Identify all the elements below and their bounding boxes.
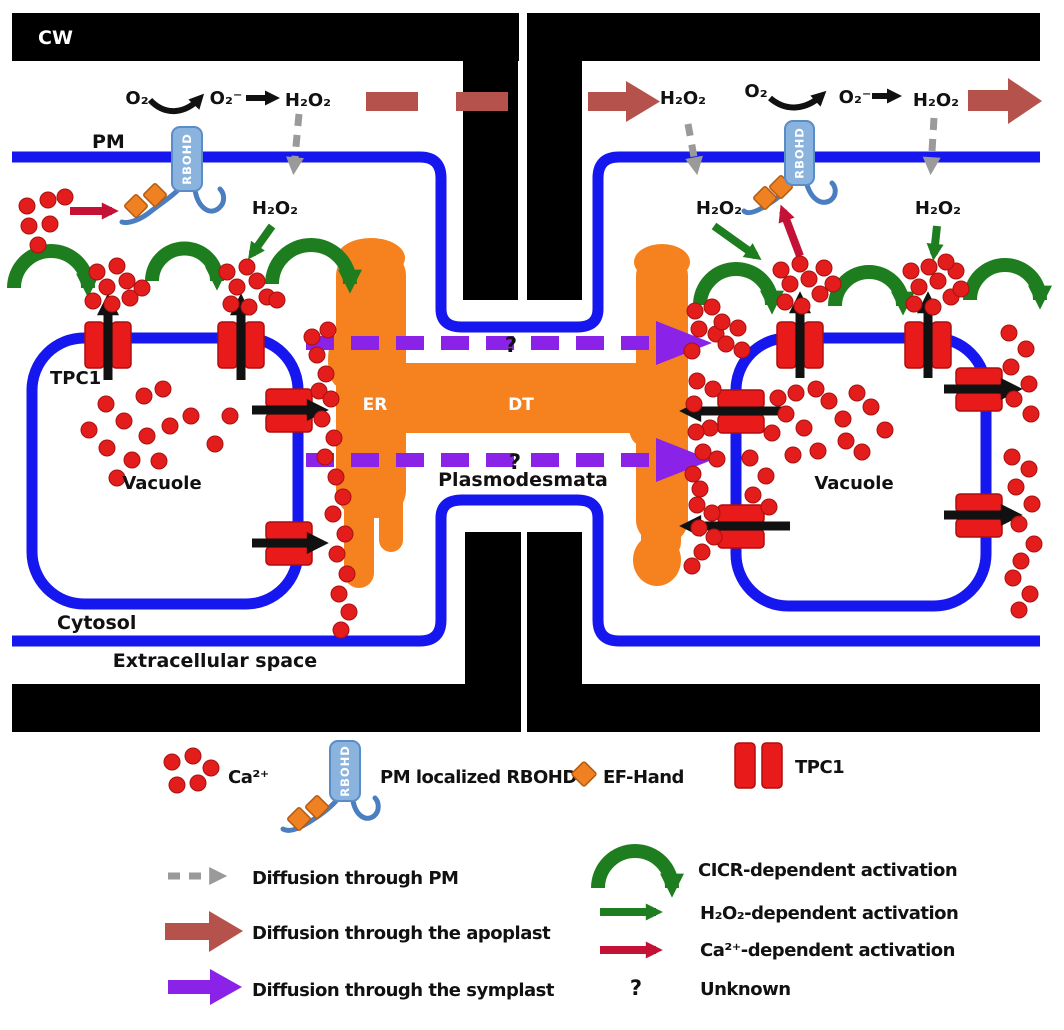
- rbohd-protein-icon: RBOHD: [280, 740, 381, 833]
- calcium-flux-arrows: [97, 291, 1023, 554]
- purple-arrow-icon: [168, 969, 242, 1005]
- legend-ca-label: Ca²⁺: [228, 767, 269, 788]
- cw-label: CW: [38, 27, 73, 49]
- er-dt-structure: [328, 238, 690, 588]
- ef-hand-icon: [143, 183, 167, 207]
- green-arc-arrow-icon: [591, 844, 684, 898]
- legend-tpc1-label: TPC1: [795, 757, 844, 778]
- question-mark-icon: ?: [630, 976, 642, 1000]
- legend-ca-activation-label: Ca²⁺-dependent activation: [700, 940, 955, 961]
- vacuole-right-label: Vacuole: [814, 473, 893, 494]
- rbohd-protein-right: RBOHD: [741, 120, 838, 216]
- dt-label: DT: [508, 395, 534, 415]
- tpc1-channels: [84, 321, 1003, 566]
- question-mark-icon: ?: [505, 333, 517, 357]
- pm-diffusion-arrows: [286, 113, 941, 176]
- symplast-diffusion-arrows: [306, 321, 712, 482]
- cicr-activation-arcs: [7, 238, 1052, 316]
- h2o2-label: H₂O₂: [660, 88, 706, 109]
- h2o2-label: H₂O₂: [913, 90, 959, 111]
- symplast-arrowhead-upper: [656, 321, 712, 365]
- plasmodesmata-label: Plasmodesmata: [438, 469, 608, 491]
- h2o2-activation-arrows: [248, 222, 944, 261]
- ros-reaction-arrows: [147, 88, 902, 115]
- cell-wall: [12, 13, 1040, 732]
- o2-label: O₂: [125, 88, 148, 109]
- er-label: ER: [363, 395, 388, 415]
- h2o2-label: H₂O₂: [696, 198, 742, 219]
- ca-ions-icon: [163, 747, 220, 794]
- o2-label: O₂: [744, 81, 767, 102]
- cytosol-label: Cytosol: [57, 612, 136, 634]
- vacuole-left-label: Vacuole: [122, 473, 201, 494]
- h2o2-label: H₂O₂: [285, 90, 331, 111]
- superoxide-label: O₂⁻: [839, 87, 872, 108]
- ef-hand-icon: [571, 761, 597, 787]
- ca-activation-arrows: [70, 202, 804, 258]
- question-mark-icon: ?: [509, 450, 521, 474]
- apoplast-diffusion-arrows: [366, 78, 1042, 124]
- legend: Ca²⁺ RBOHD PM localized RBOHD EF-Hand TP…: [163, 740, 959, 1005]
- legend-cicr-label: CICR-dependent activation: [698, 860, 957, 881]
- legend-rbohd-label: PM localized RBOHD: [380, 767, 577, 788]
- extracellular-space-label: Extracellular space: [113, 650, 317, 672]
- h2o2-label: H₂O₂: [252, 198, 298, 219]
- vacuole-right-membrane: [730, 332, 992, 612]
- h2o2-label: H₂O₂: [915, 198, 961, 219]
- calcium-ion-dots: [18, 188, 1043, 639]
- ef-hand-icon: [753, 186, 777, 210]
- rbohd-label: RBOHD: [180, 133, 194, 185]
- legend-h2o2-activation-label: H₂O₂-dependent activation: [700, 903, 958, 924]
- rbohd-protein-left: RBOHD: [119, 126, 227, 225]
- ef-hand-icon: [124, 194, 148, 218]
- superoxide-label: O₂⁻: [210, 88, 243, 109]
- legend-efhand-label: EF-Hand: [603, 767, 684, 788]
- rbohd-label: RBOHD: [793, 127, 807, 179]
- legend-unknown-label: Unknown: [700, 979, 791, 1000]
- diagram-labels: CW PM O₂ O₂⁻ H₂O₂ H₂O₂ H₂O₂ H₂O₂ O₂ O₂⁻ …: [38, 27, 961, 672]
- tpc1-label: TPC1: [50, 368, 101, 389]
- svg-text:RBOHD: RBOHD: [338, 745, 352, 797]
- symplast-arrowhead-lower: [656, 438, 712, 482]
- desmotubule-bridge: [398, 363, 644, 433]
- legend-diffusion-symplast-label: Diffusion through the symplast: [252, 980, 555, 1001]
- tpc1-channel-icon: [734, 742, 783, 789]
- brick-arrow-icon: [165, 911, 243, 952]
- pm-label: PM: [92, 131, 125, 153]
- legend-diffusion-pm-label: Diffusion through PM: [252, 868, 458, 889]
- plasma-membrane: [12, 151, 1040, 647]
- legend-diffusion-apoplast-label: Diffusion through the apoplast: [252, 923, 551, 944]
